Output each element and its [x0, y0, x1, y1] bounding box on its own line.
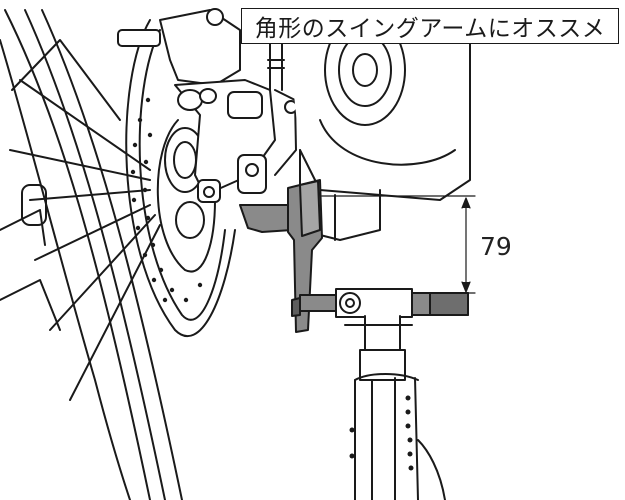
- stand-holes: [349, 395, 414, 471]
- disc-holes: [130, 97, 203, 303]
- stand-hook: [239, 179, 469, 381]
- caption-text: 角形のスイングアームにオススメ: [254, 16, 606, 42]
- dimension-lines: [321, 195, 476, 294]
- caption-box: 角形のスイングアームにオススメ: [241, 8, 619, 44]
- rear-wheel: [0, 9, 183, 500]
- brake-disc: [125, 19, 236, 338]
- brake-caliper: [117, 8, 298, 203]
- stand-column: [354, 373, 446, 500]
- dimension-label: 79: [480, 232, 512, 261]
